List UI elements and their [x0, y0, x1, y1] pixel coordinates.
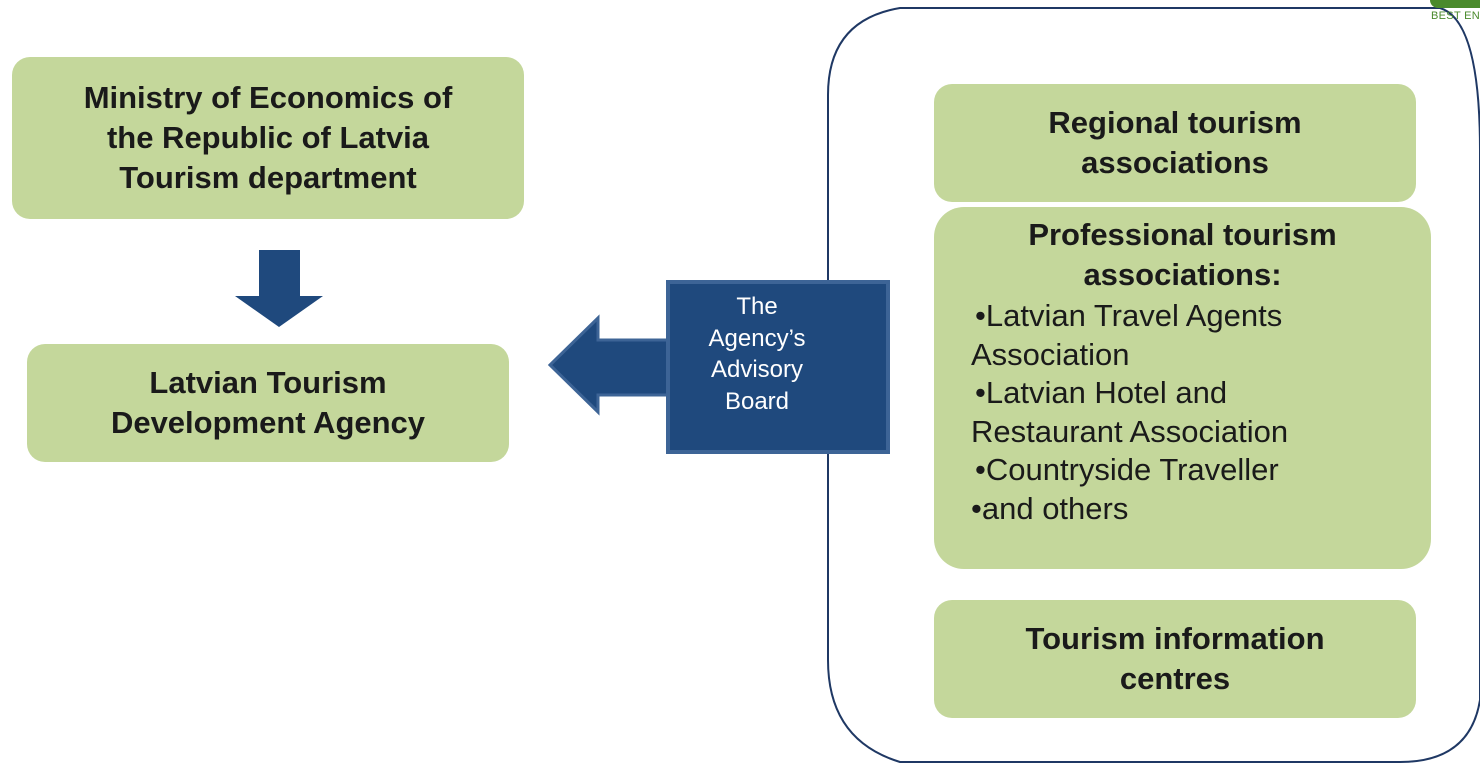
list-item: •Countryside Traveller: [975, 452, 1279, 487]
ministry-node: Ministry of Economics of the Republic of…: [12, 57, 524, 219]
regional-line-1: Regional tourism: [1048, 105, 1302, 140]
left-arrow: [547, 314, 670, 416]
ministry-line-3: Tourism department: [119, 160, 417, 195]
tic-line-2: centres: [1119, 661, 1231, 696]
stakeholder-group-outline: [827, 7, 1480, 763]
advisory-line-2: Agency’s: [708, 324, 806, 352]
ministry-line-1: Ministry of Economics of: [83, 80, 453, 115]
advisory-line-1: The: [736, 293, 778, 320]
list-item: •Latvian Hotel and: [975, 375, 1228, 410]
logo-text: BEST EN: [1431, 10, 1480, 22]
list-item: •and others: [971, 490, 1129, 526]
tic-line-1: Tourism information: [1025, 621, 1325, 656]
ltda-line-2: Development Agency: [110, 405, 426, 440]
professional-heading-2: associations:: [1083, 257, 1282, 292]
advisory-board-label: The Agency’s Advisory Board: [697, 291, 817, 417]
professional-heading-1: Professional tourism: [1028, 217, 1337, 252]
tourism-information-centres-node: Tourism information centres: [934, 600, 1416, 718]
professional-associations-node: Professional tourism associations: •Latv…: [934, 207, 1431, 569]
ltda-node: Latvian Tourism Development Agency: [27, 344, 509, 462]
ltda-line-1: Latvian Tourism: [149, 365, 387, 400]
list-item-continuation: Association: [971, 336, 1130, 372]
down-arrow: [235, 250, 323, 327]
advisory-line-3: Advisory: [710, 356, 804, 383]
advisory-board-node: [666, 280, 890, 454]
ministry-line-2: the Republic of Latvia: [106, 120, 430, 155]
advisory-line-4: Board: [724, 387, 790, 415]
regional-line-2: associations: [1081, 145, 1269, 180]
list-item-continuation: Restaurant Association: [971, 413, 1289, 449]
professional-list: •Latvian Travel Agents Association •Latv…: [971, 297, 1288, 528]
list-item: •Latvian Travel Agents: [975, 298, 1283, 333]
logo-mark: [1430, 0, 1480, 8]
regional-associations-node: Regional tourism associations: [934, 84, 1416, 202]
